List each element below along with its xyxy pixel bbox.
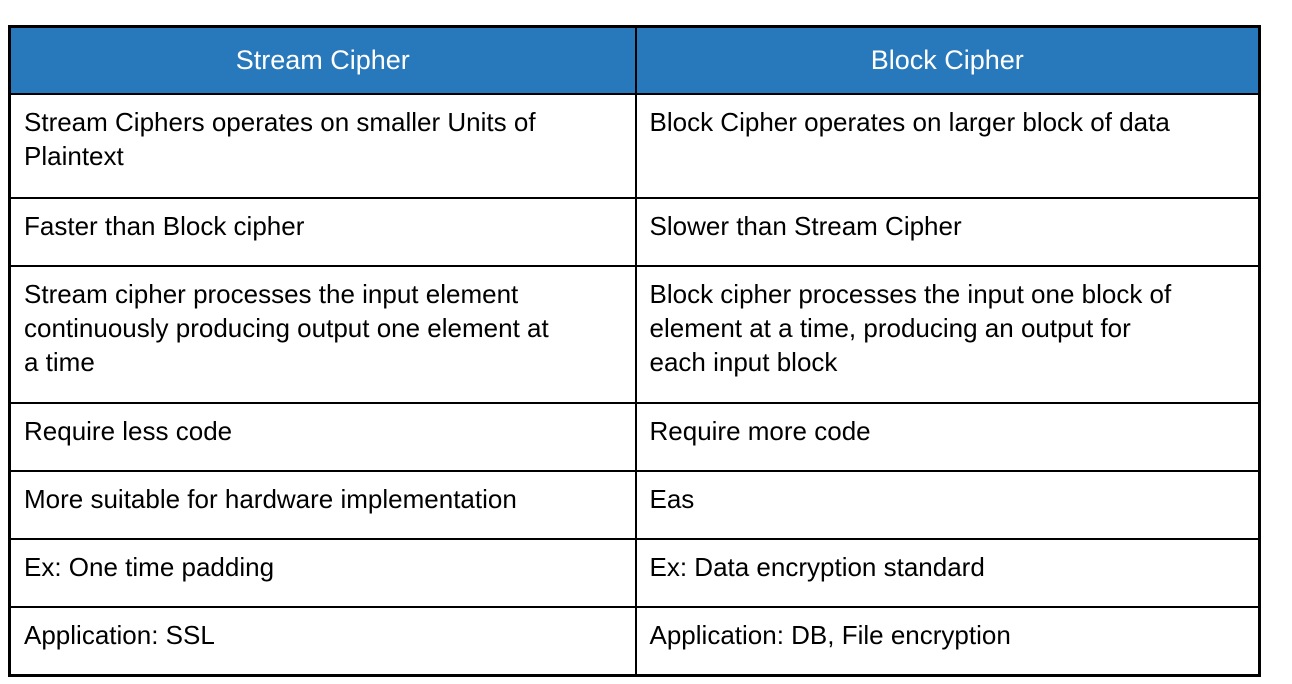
table-header-row: Stream Cipher Block Cipher: [8, 25, 1261, 95]
table-row: Stream Ciphers operates on smaller Units…: [8, 93, 1261, 199]
cell-text: Stream Ciphers operates on smaller Units…: [24, 107, 536, 171]
cell-block-cipher-1: Block Cipher operates on larger block of…: [634, 93, 1261, 199]
comparison-table: Stream Cipher Block Cipher Stream Cipher…: [8, 25, 1261, 677]
cell-text: Faster than Block cipher: [24, 211, 305, 241]
table-header: Stream Cipher Block Cipher: [8, 25, 1261, 95]
cell-text: Ex: Data encryption standard: [649, 552, 985, 582]
table-row: Faster than Block cipher Slower than Str…: [8, 197, 1261, 267]
cell-stream-cipher-2: Faster than Block cipher: [8, 197, 637, 267]
cell-text: Require more code: [649, 416, 871, 446]
cell-stream-cipher-5: More suitable for hardware implementatio…: [8, 470, 637, 540]
table-row: Require less code Require more code: [8, 402, 1261, 472]
cell-text: Ex: One time padding: [24, 552, 275, 582]
column-header-block-cipher: Block Cipher: [634, 25, 1261, 95]
cell-text: Block Cipher operates on larger block of…: [649, 107, 1170, 137]
cell-stream-cipher-4: Require less code: [8, 402, 637, 472]
cell-stream-cipher-1: Stream Ciphers operates on smaller Units…: [8, 93, 637, 199]
cell-stream-cipher-6: Ex: One time padding: [8, 538, 637, 608]
cell-block-cipher-5: Eas: [634, 470, 1261, 540]
column-header-stream-cipher: Stream Cipher: [8, 25, 637, 95]
cell-text: Slower than Stream Cipher: [649, 211, 962, 241]
cell-text: Block cipher processes the input one blo…: [649, 279, 1172, 377]
cell-text: Application: SSL: [24, 620, 215, 650]
cell-text: Stream cipher processes the input elemen…: [24, 279, 549, 377]
table-row: More suitable for hardware implementatio…: [8, 470, 1261, 540]
cell-block-cipher-7: Application: DB, File encryption: [634, 606, 1261, 677]
cell-block-cipher-4: Require more code: [634, 402, 1261, 472]
cell-block-cipher-3: Block cipher processes the input one blo…: [634, 265, 1261, 404]
table-row: Ex: One time padding Ex: Data encryption…: [8, 538, 1261, 608]
table-body: Stream Ciphers operates on smaller Units…: [8, 93, 1261, 677]
table-row: Stream cipher processes the input elemen…: [8, 265, 1261, 404]
cell-stream-cipher-7: Application: SSL: [8, 606, 637, 677]
cell-stream-cipher-3: Stream cipher processes the input elemen…: [8, 265, 637, 404]
cell-text: Eas: [649, 484, 695, 514]
cell-block-cipher-2: Slower than Stream Cipher: [634, 197, 1261, 267]
cell-text: Application: DB, File encryption: [649, 620, 1011, 650]
cell-block-cipher-6: Ex: Data encryption standard: [634, 538, 1261, 608]
table-row: Application: SSL Application: DB, File e…: [8, 606, 1261, 677]
cell-text: More suitable for hardware implementatio…: [24, 484, 517, 514]
cell-text: Require less code: [24, 416, 233, 446]
